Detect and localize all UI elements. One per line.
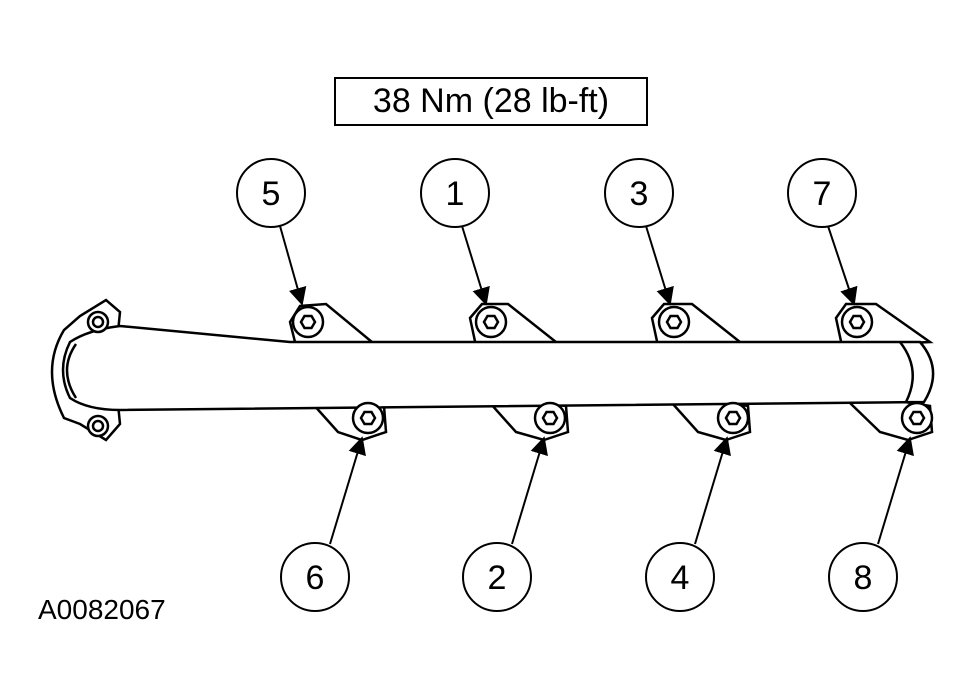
callout-top-4: 7: [787, 158, 857, 228]
callout-bottom-1: 6: [280, 542, 350, 612]
arrow-bottom-4: [877, 436, 914, 545]
callout-top-2: 1: [420, 158, 490, 228]
callout-number: 7: [813, 175, 832, 213]
inlet-studs: [86, 310, 110, 438]
arrow-bottom-2: [511, 436, 548, 545]
exhaust-manifold: [50, 298, 935, 442]
upper-flanges: [288, 302, 934, 348]
arrow-top-4: [827, 225, 858, 306]
lower-bolts: [351, 401, 934, 435]
top-callouts: 5 1 3 7: [236, 158, 857, 228]
callout-number: 6: [306, 559, 325, 597]
leader-arrows: [279, 225, 914, 545]
callout-number: 4: [671, 559, 690, 597]
arrow-bottom-3: [694, 436, 731, 545]
inlet-ring: [65, 343, 78, 399]
callout-bottom-3: 4: [645, 542, 715, 612]
callout-number: 8: [854, 559, 873, 597]
callout-number: 1: [446, 175, 465, 213]
callout-bottom-4: 8: [828, 542, 898, 612]
bottom-callouts: 6 2 4 8: [280, 542, 898, 612]
callout-bottom-2: 2: [462, 542, 532, 612]
torque-spec-box: 38 Nm (28 lb-ft): [334, 77, 648, 126]
upper-bolts: [291, 305, 874, 339]
callout-top-3: 3: [604, 158, 674, 228]
callout-top-1: 5: [236, 158, 306, 228]
callout-number: 5: [262, 175, 281, 213]
torque-spec-label: 38 Nm (28 lb-ft): [372, 82, 610, 120]
arrow-top-1: [279, 225, 307, 306]
callout-number: 2: [488, 559, 507, 597]
manifold-end-cap: [899, 341, 914, 403]
reference-code: A0082067: [38, 594, 166, 625]
arrow-top-2: [461, 225, 490, 306]
arrow-top-3: [645, 225, 674, 306]
callout-number: 3: [630, 175, 649, 213]
arrow-bottom-1: [329, 436, 366, 545]
